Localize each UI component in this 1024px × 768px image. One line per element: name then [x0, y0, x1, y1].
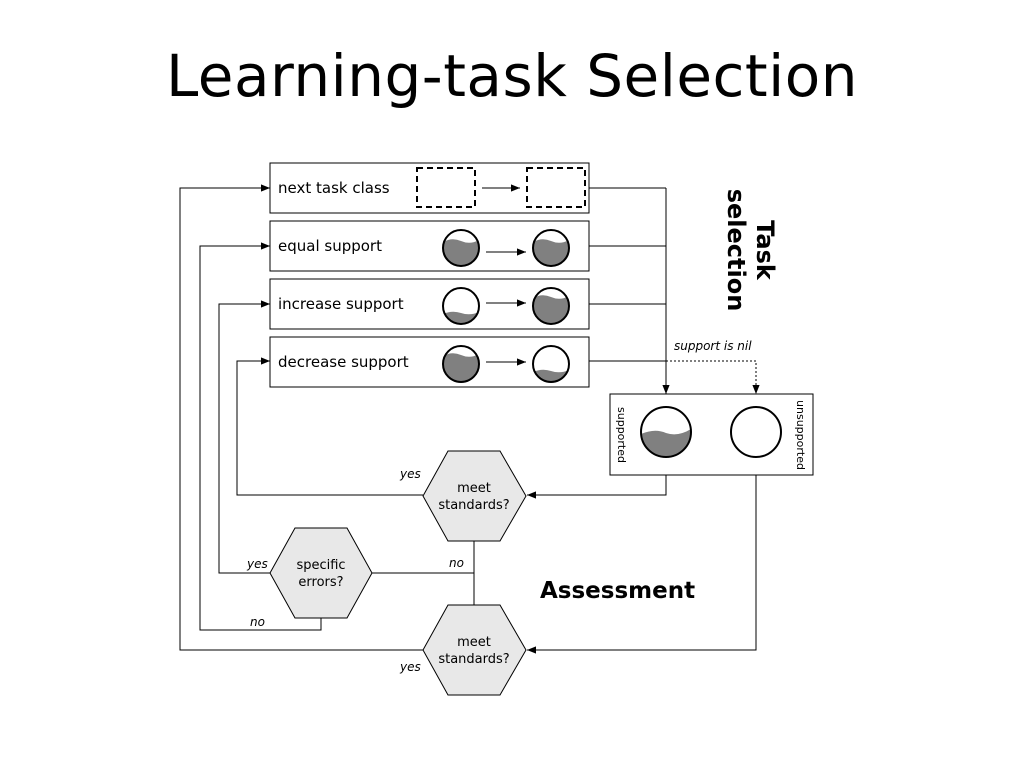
edge-label-bottom-yes: yes	[399, 660, 421, 674]
assessment-label: Assessment	[540, 578, 695, 604]
edge-label-top-no: no	[449, 556, 464, 570]
task-selection-line1: Task	[751, 220, 779, 281]
supported-label: supported	[615, 407, 628, 463]
edge-label-errors-yes: yes	[246, 557, 268, 571]
support-level-icon	[442, 345, 480, 383]
unsupported-label: unsupported	[794, 400, 807, 470]
assessment-connectors	[179, 184, 757, 654]
hex-label-line1: specific	[296, 558, 345, 573]
edge-label-errors-no: no	[250, 615, 265, 629]
meet-standards-decision-bottom: meet standards?	[422, 604, 527, 696]
support-level-icon	[442, 229, 480, 267]
support-nil-label: support is nil	[674, 339, 752, 353]
hex-label-line1: meet	[457, 481, 491, 496]
task-box-label: next task class	[278, 179, 390, 197]
support-level-icon	[442, 287, 480, 325]
edge-label-top-yes: yes	[399, 467, 421, 481]
task-box-next-task-class: next task class	[269, 162, 590, 214]
hex-label-line2: standards?	[438, 498, 509, 513]
specific-errors-decision: specific errors?	[269, 527, 373, 619]
unsupported-icon	[730, 406, 782, 458]
support-level-icon	[532, 287, 570, 325]
task-selection-line2: selection	[722, 189, 750, 312]
task-box-label: decrease support	[278, 353, 409, 371]
task-box-equal-support: equal support	[269, 220, 590, 272]
supported-icon	[640, 406, 692, 458]
task-output-connectors	[589, 187, 760, 394]
task-box-decrease-support: decrease support	[269, 336, 590, 388]
page-title: Learning-task Selection	[165, 42, 859, 110]
task-box-increase-support: increase support	[269, 278, 590, 330]
task-class-placeholder	[416, 167, 476, 208]
support-level-icon	[532, 345, 570, 383]
hex-label-line1: meet	[457, 635, 491, 650]
task-box-label: equal support	[278, 237, 382, 255]
hex-label-line2: standards?	[438, 652, 509, 667]
task-class-placeholder	[526, 167, 586, 208]
outcome-box: supported unsupported	[609, 393, 814, 476]
meet-standards-decision-top: meet standards?	[422, 450, 527, 542]
task-box-label: increase support	[278, 295, 404, 313]
task-selection-label: Task selection	[722, 189, 779, 312]
hex-label-line2: errors?	[298, 575, 343, 590]
support-level-icon	[532, 229, 570, 267]
